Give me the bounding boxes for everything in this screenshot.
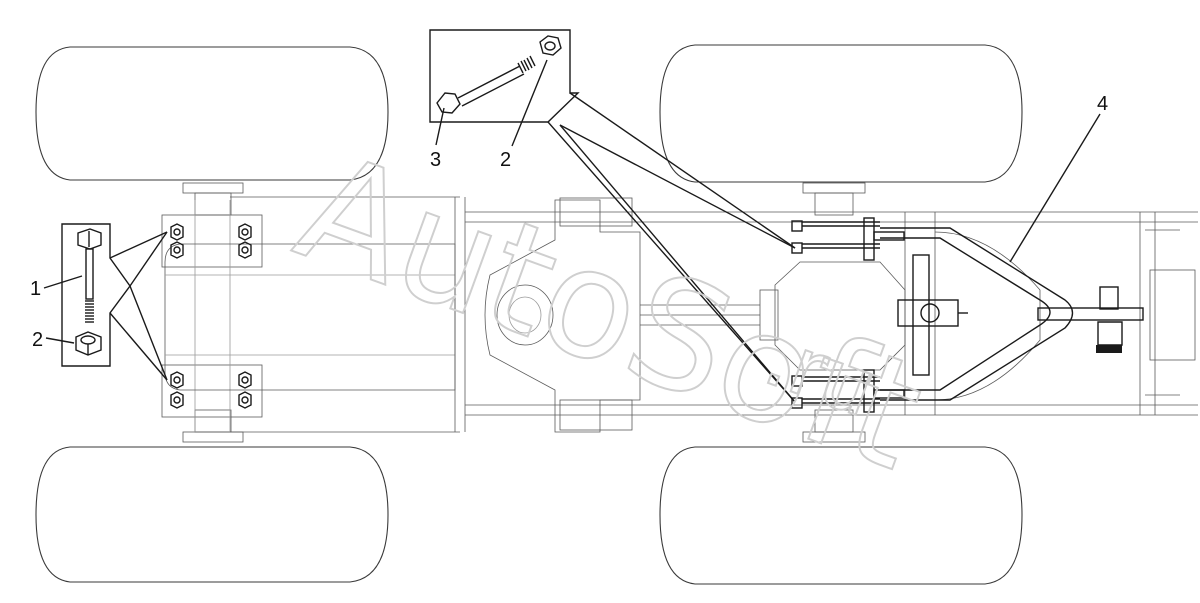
callout-nut-left: 2 [32, 329, 43, 351]
detail-nut-icon [75, 331, 102, 356]
tyre-front-right [659, 44, 1023, 183]
towbar-leader [1009, 113, 1101, 263]
left-axle-hubs [182, 182, 244, 443]
callout-bolt-left: 1 [30, 278, 41, 300]
frame [161, 196, 1198, 433]
rear-bolt-top-2 [791, 231, 905, 254]
rear-bolt-top-1 [791, 217, 880, 261]
callout-towbar: 4 [1097, 93, 1108, 115]
tyre-rear-right [659, 446, 1023, 585]
tyre-front-left [35, 46, 389, 181]
detail-nut-top-icon [539, 35, 562, 56]
rear-bolt-bottom-1 [791, 369, 880, 413]
callout-nut-top: 2 [500, 149, 511, 171]
tyre-rear-left [35, 446, 389, 583]
inset-top [429, 29, 796, 403]
rear-mount-bolts [791, 217, 905, 413]
inset-left [43, 223, 168, 381]
front-bracket-bolts [170, 223, 252, 409]
detail-bolt-long-icon [77, 228, 102, 323]
callout-bolt-top: 3 [430, 149, 441, 171]
right-axle-hubs [802, 182, 866, 443]
towbar [880, 227, 1144, 401]
rear-bolt-bottom-2 [791, 389, 905, 409]
detail-bolt-diagonal-icon [436, 55, 536, 114]
